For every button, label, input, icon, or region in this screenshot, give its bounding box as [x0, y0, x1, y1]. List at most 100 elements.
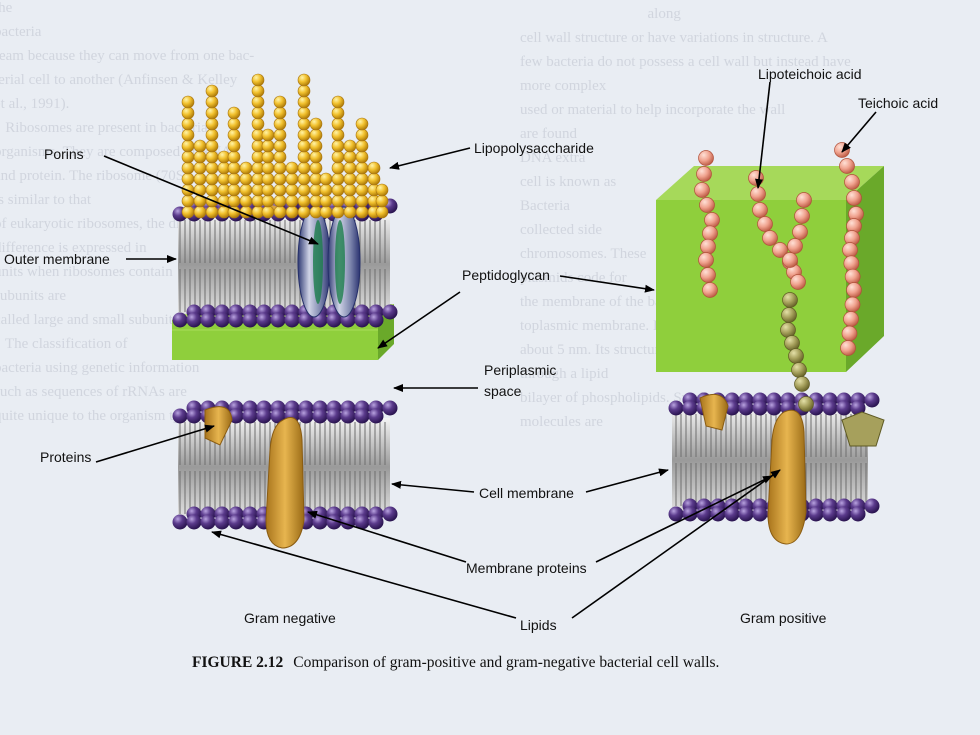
gram-positive-peptidoglycan [656, 166, 884, 372]
lps-bead [309, 161, 323, 175]
lps-bead [205, 84, 219, 98]
lps-bead [205, 172, 219, 186]
lps-bead [355, 128, 369, 142]
lps-bead [273, 128, 287, 142]
lps-bead [331, 139, 345, 153]
teichoic-bead [842, 242, 858, 258]
teichoic-bead [696, 166, 712, 182]
lps-bead [261, 128, 275, 142]
lps-bead [297, 73, 311, 87]
lps-bead [205, 128, 219, 142]
lps-bead [205, 150, 219, 164]
lps-bead [285, 183, 299, 197]
lps-bead [355, 172, 369, 186]
lps-bead [355, 194, 369, 208]
lipid-head [382, 304, 398, 320]
lps-bead [193, 172, 207, 186]
lps-bead [319, 172, 333, 186]
label-lipoteichoic-acid: Lipoteichoic acid [758, 66, 862, 82]
teichoic-bead [792, 224, 808, 240]
lps-bead [239, 183, 253, 197]
lps-bead [309, 117, 323, 131]
lipid-head [200, 312, 216, 328]
lps-bead [227, 117, 241, 131]
lps-bead [343, 150, 357, 164]
lps-bead [343, 139, 357, 153]
lipid-head [382, 400, 398, 416]
lps-bead [319, 183, 333, 197]
lps-bead [297, 194, 311, 208]
lps-bead [355, 161, 369, 175]
lps-bead [331, 194, 345, 208]
lps-bead [227, 128, 241, 142]
lipid-head [724, 400, 740, 416]
lipid-head [368, 312, 384, 328]
lipid-head [284, 312, 300, 328]
teichoic-bead [782, 292, 798, 308]
lps-bead [309, 128, 323, 142]
lps-bead [297, 95, 311, 109]
lps-bead [181, 205, 195, 219]
lps-bead [273, 106, 287, 120]
lps-bead [355, 117, 369, 131]
lps-bead [227, 139, 241, 153]
teichoic-bead [780, 322, 796, 338]
arrow-membrane-proteins-positive [595, 475, 773, 563]
lps-bead [375, 194, 389, 208]
lps-bead [285, 205, 299, 219]
teichoic-bead [784, 335, 800, 351]
lps-bead [285, 161, 299, 175]
label-porins: Porins [44, 146, 84, 162]
lipid-head [864, 392, 880, 408]
lps-bead [181, 150, 195, 164]
label-periplasmic: Periplasmic [484, 362, 557, 378]
teichoic-bead [704, 212, 720, 228]
arrow-teichoic-acid [841, 111, 877, 153]
lps-bead [205, 183, 219, 197]
lps-bead [273, 183, 287, 197]
label-gram-negative: Gram negative [244, 610, 336, 626]
lps-bead [331, 117, 345, 131]
lps-bead [297, 106, 311, 120]
label-arrows [95, 81, 877, 619]
teichoic-bead [788, 348, 804, 364]
gram-negative-cell-membrane [172, 400, 398, 549]
teichoic-bead [843, 255, 860, 272]
arrow-lipids-positive [571, 469, 781, 619]
teichoic-bead [846, 282, 862, 298]
lipid-head [682, 400, 698, 416]
lps-bead [261, 139, 275, 153]
lps-bead [251, 84, 265, 98]
lps-bead [331, 161, 345, 175]
lipid-head [668, 506, 684, 522]
lipid-head [822, 400, 838, 416]
lipid-head [256, 312, 272, 328]
label-teichoic-acid: Teichoic acid [858, 95, 939, 111]
lps-bead [273, 172, 287, 186]
lipid-head [368, 408, 384, 424]
lipid-head [228, 514, 244, 530]
teichoic-bead [787, 238, 803, 254]
lipid-head [186, 312, 202, 328]
lipopolysaccharide-chains [181, 73, 389, 219]
lipid-head [738, 506, 754, 522]
lps-bead [193, 139, 207, 153]
arrow-membrane-proteins-negative [307, 510, 467, 563]
lipid-head [270, 408, 286, 424]
lps-bead [355, 205, 369, 219]
lipid-head [752, 400, 768, 416]
lps-bead [181, 194, 195, 208]
lps-bead [343, 172, 357, 186]
teichoic-bead [748, 170, 764, 186]
lps-bead [261, 205, 275, 219]
lps-bead [251, 106, 265, 120]
lps-bead [355, 150, 369, 164]
lps-bead [239, 194, 253, 208]
teichoic-bead [798, 396, 814, 412]
label-gram-positive: Gram positive [740, 610, 827, 626]
lipid-head [242, 312, 258, 328]
lps-bead [227, 150, 241, 164]
